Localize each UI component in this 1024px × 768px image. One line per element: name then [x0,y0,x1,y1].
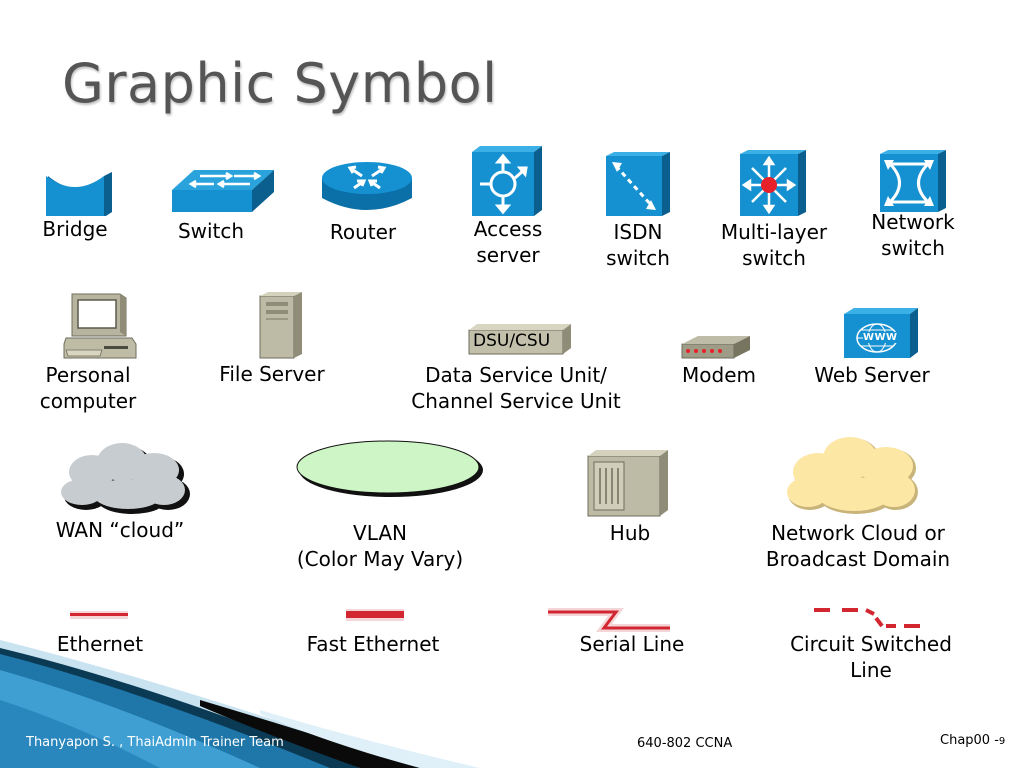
ethernet-label: Ethernet [56,632,144,656]
footer-chapter: Chap00 -9 [940,733,1005,748]
www-text: WWW [863,332,898,343]
switch-label: Switch [177,219,245,243]
fast-ethernet-label: Fast Ethernet [306,632,440,656]
footer-swoosh-decoration [0,640,480,768]
dsu-csu-icon: DSU/CSU [467,322,575,356]
isdn-switch-label: ISDN switch [606,220,670,270]
bridge-icon [46,172,112,216]
web-server-label: Web Server [814,363,930,387]
network-switch-label: Network switch [871,210,955,260]
personal-computer-label: Personal computer [39,363,137,413]
fast-ethernet-line-icon [346,609,404,621]
network-switch-icon [880,150,946,212]
isdn-switch-icon [606,152,670,216]
footer-chapter-text: Chap00 - [940,733,999,748]
multilayer-switch-label: Multi-layer switch [720,220,828,270]
vlan-icon [296,440,483,497]
vlan-label: VLAN (Color May Vary) [296,521,464,571]
file-server-label: File Server [219,362,325,386]
ethernet-line-icon [70,611,128,619]
file-server-icon [259,292,302,359]
circuit-switched-label: Circuit Switched Line [790,632,952,682]
hub-icon [587,450,668,517]
router-label: Router [329,220,397,244]
bridge-label: Bridge [42,217,108,241]
modem-label: Modem [682,363,756,387]
access-server-label: Access server [473,217,543,267]
wan-cloud-label: WAN “cloud” [55,518,185,542]
slide-title: Graphic Symbol [62,52,498,115]
dsu-csu-label: Data Service Unit/ Channel Service Unit [411,363,621,413]
web-server-icon: WWW [842,306,920,360]
circuit-switched-line-icon [814,608,920,628]
serial-line-label: Serial Line [579,632,685,656]
network-cloud-icon [787,437,918,514]
dsu-csu-box-text: DSU/CSU [473,331,551,351]
serial-line-icon [548,608,670,632]
switch-icon [172,170,274,212]
access-server-icon [472,146,542,216]
hub-label: Hub [609,521,651,545]
multilayer-switch-icon [740,150,806,216]
modem-icon [681,336,750,359]
footer-course: 640-802 CCNA [637,736,733,751]
footer-page-number: 9 [998,736,1006,747]
personal-computer-icon [63,293,137,359]
wan-cloud-icon [61,443,190,514]
router-icon [322,162,412,210]
network-cloud-label: Network Cloud or Broadcast Domain [765,521,951,571]
footer-author: Thanyapon S. , ThaiAdmin Trainer Team [26,735,284,750]
